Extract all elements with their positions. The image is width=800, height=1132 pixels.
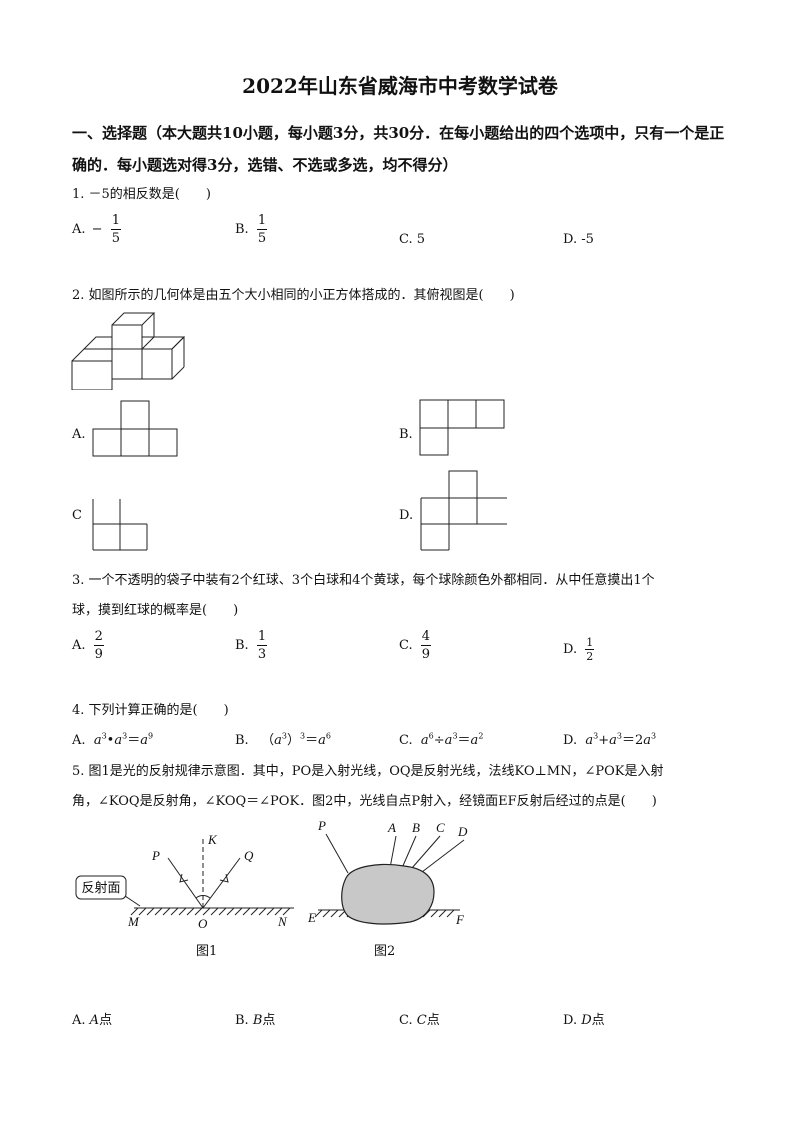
option-label: A. xyxy=(72,1013,86,1028)
q2-option-a-figure[interactable] xyxy=(92,400,180,458)
label-M: M xyxy=(127,914,140,929)
q2-stem: 2. 如图所示的几何体是由五个大小相同的小正方体搭成的．其俯视图是( ) xyxy=(72,288,515,303)
q2-option-b-figure[interactable] xyxy=(419,399,507,457)
option-label: D. xyxy=(563,1013,578,1028)
q2-option-d-label[interactable]: D. xyxy=(399,508,414,523)
rough-reflector-blob xyxy=(341,863,435,925)
label-F: F xyxy=(455,912,465,927)
option-label: A. xyxy=(72,638,86,653)
q1-stem: 1. －5的相反数是( ) xyxy=(72,187,211,202)
option-point: B xyxy=(252,1013,263,1028)
q5-stem-line1: 5. 图1是光的反射规律示意图．其中，PO是入射光线，OQ是反射光线，法线KO⊥… xyxy=(72,764,664,779)
option-label: B. xyxy=(235,1013,249,1028)
label-N: N xyxy=(277,914,288,929)
q4-option-a[interactable]: A. a3•a3＝a9 xyxy=(72,729,153,748)
math-expression: a3+a3＝2a3 xyxy=(585,731,657,748)
q5-option-b[interactable]: B. B点 xyxy=(235,1009,275,1028)
label-D: D xyxy=(457,824,468,839)
option-point: A xyxy=(89,1013,100,1028)
option-label: C. xyxy=(399,638,413,653)
page-title: 2022年山东省威海市中考数学试卷 xyxy=(242,74,558,98)
option-label: B. xyxy=(235,638,249,653)
label-A: A xyxy=(387,820,396,835)
option-label: B. xyxy=(235,733,249,748)
reflection-surface-label: 反射面 xyxy=(81,880,120,895)
label-P: P xyxy=(317,818,326,833)
option-label: C. xyxy=(399,733,413,748)
q5-option-c[interactable]: C. C点 xyxy=(399,1009,440,1028)
label-E: E xyxy=(307,910,316,925)
option-suffix: 点 xyxy=(591,1013,605,1028)
label-B: B xyxy=(412,820,420,835)
option-label: D. xyxy=(563,733,578,748)
option-point: D xyxy=(581,1013,592,1028)
q4-option-c[interactable]: C. a6÷a3＝a2 xyxy=(399,729,483,748)
q5-figure-1-caption: 图1 xyxy=(196,944,218,959)
q2-option-c-figure[interactable] xyxy=(92,498,150,552)
q5-figure-1: 反射面 K P Q M O N xyxy=(75,832,294,931)
q3-stem-line2: 球，摸到红球的概率是( ) xyxy=(72,603,239,618)
reflection-surface-box xyxy=(75,875,127,900)
q2-solid-figure xyxy=(71,312,186,390)
q5-option-d[interactable]: D. D点 xyxy=(563,1009,605,1028)
q2-option-b-label[interactable]: B. xyxy=(399,427,413,442)
q5-figure-2-caption: 图2 xyxy=(374,944,396,959)
option-label: A. xyxy=(72,733,86,748)
q2-option-a-label[interactable]: A. xyxy=(72,427,86,442)
option-point: C xyxy=(416,1013,427,1028)
label-P: P xyxy=(151,848,160,863)
option-label: D. xyxy=(563,642,578,657)
q4-stem: 4. 下列计算正确的是( ) xyxy=(72,703,229,718)
q2-option-d-figure[interactable] xyxy=(419,470,509,552)
q5-option-a[interactable]: A. A点 xyxy=(72,1009,112,1028)
q5-stem-line2: 角，∠KOQ是反射角，∠KOQ＝∠POK．图2中，光线自点P射入，经镜面EF反射… xyxy=(72,794,657,809)
mirror-hatching xyxy=(130,907,291,916)
label-K: K xyxy=(207,832,218,847)
q5-figure-2: P A B C D E F xyxy=(307,818,468,927)
option-label: A. xyxy=(72,222,86,237)
minus-sign: − xyxy=(91,222,103,237)
math-expression: a3•a3＝a9 xyxy=(93,731,154,748)
math-expression: （a3）3＝a6 xyxy=(252,731,331,748)
q4-option-d[interactable]: D. a3+a3＝2a3 xyxy=(563,729,656,748)
option-label: C. xyxy=(399,1013,413,1028)
label-O: O xyxy=(198,916,208,931)
q3-stem-line1: 3. 一个不透明的袋子中装有2个红球、3个白球和4个黄球，每个球除颜色外都相同．… xyxy=(72,573,655,588)
label-Q: Q xyxy=(244,848,254,863)
option-label: B. xyxy=(235,222,249,237)
q1-option-d[interactable]: D. -5 xyxy=(563,232,594,247)
q1-option-c[interactable]: C. 5 xyxy=(399,232,426,247)
option-suffix: 点 xyxy=(426,1013,440,1028)
q4-option-b[interactable]: B. （a3）3＝a6 xyxy=(235,729,331,748)
q2-option-c-label[interactable]: C xyxy=(72,508,82,523)
label-C: C xyxy=(436,820,445,835)
section-heading: 一、选择题（本大题共10小题，每小题3分，共30分．在每小题给出的四个选项中，只… xyxy=(72,124,725,174)
option-suffix: 点 xyxy=(262,1013,276,1028)
option-suffix: 点 xyxy=(99,1013,113,1028)
math-expression: a6÷a3＝a2 xyxy=(420,731,484,748)
